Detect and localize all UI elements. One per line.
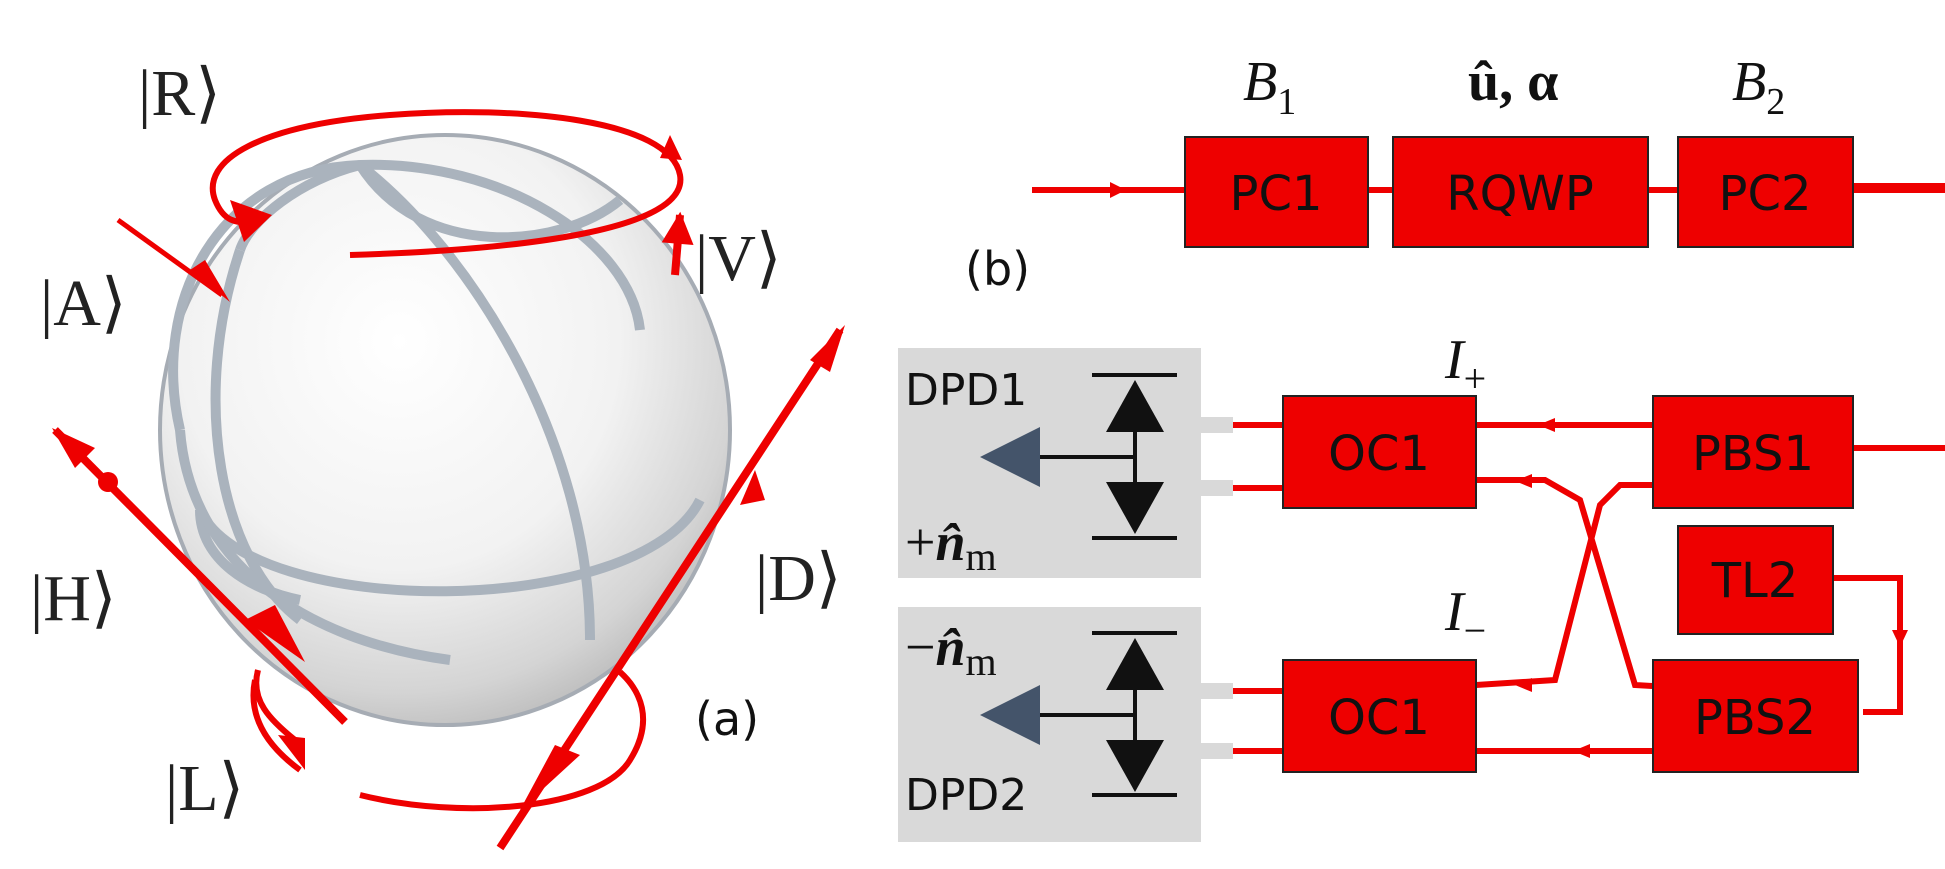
sphere-great-circles bbox=[168, 159, 705, 665]
l-circle-arrow bbox=[278, 735, 305, 770]
port-top-1 bbox=[1201, 417, 1233, 433]
label-u-alpha: û, α bbox=[1468, 51, 1558, 113]
l-circle-back bbox=[250, 679, 302, 773]
component-oc1-top: OC1 bbox=[1282, 395, 1477, 509]
photodiode-down-icon bbox=[1106, 740, 1164, 792]
pc2-label: PC2 bbox=[1719, 166, 1812, 222]
photodiode-up-icon bbox=[1106, 638, 1164, 690]
a-axis-arrow bbox=[116, 217, 224, 298]
panel-b-label: (b) bbox=[965, 242, 1030, 296]
oc1-top-label: OC1 bbox=[1328, 426, 1430, 482]
bottom-direction-label: −n̂m bbox=[905, 617, 997, 684]
component-pbs2: PBS2 bbox=[1652, 659, 1859, 773]
component-rqwp: RQWP bbox=[1392, 136, 1649, 248]
setup-panel: PC1 RQWP PC2 PBS1 TL2 PBS2 OC1 OC1 bbox=[898, 51, 1945, 842]
a-axis-arrowhead bbox=[190, 260, 230, 302]
r-circle-arrow bbox=[230, 200, 272, 242]
d-axis-arrowhead-low bbox=[520, 745, 580, 810]
h-axis-arrowhead-mid bbox=[245, 605, 305, 662]
panel-a-label: (a) bbox=[695, 692, 759, 746]
amplifier-bottom-icon bbox=[980, 685, 1040, 745]
dpd1-label: DPD1 bbox=[905, 365, 1027, 416]
l-circle-front bbox=[359, 669, 647, 812]
port-bottom-1 bbox=[1201, 683, 1233, 699]
pbs2-label: PBS2 bbox=[1694, 690, 1816, 746]
photodiode-down-icon bbox=[1106, 482, 1164, 534]
component-oc1-bottom: OC1 bbox=[1282, 659, 1477, 773]
l-circle-left bbox=[253, 669, 297, 743]
d-axis-arrowhead-top bbox=[810, 325, 845, 372]
component-pc1: PC1 bbox=[1184, 136, 1369, 248]
poincare-sphere-panel: |R⟩ |V⟩ |A⟩ |H⟩ |D⟩ |L⟩ (a) bbox=[30, 57, 845, 851]
h-axis-bead bbox=[98, 472, 118, 492]
tl2-label: TL2 bbox=[1711, 553, 1799, 609]
ket-a: |A⟩ bbox=[40, 267, 127, 340]
oc1-bottom-label: OC1 bbox=[1328, 690, 1430, 746]
pbs1-label: PBS1 bbox=[1692, 426, 1814, 482]
component-tl2: TL2 bbox=[1677, 525, 1834, 635]
rqwp-label: RQWP bbox=[1446, 166, 1594, 222]
ket-l: |L⟩ bbox=[165, 752, 244, 825]
r-circle-tick bbox=[660, 135, 682, 160]
port-top-2 bbox=[1201, 480, 1233, 496]
r-circle bbox=[209, 109, 684, 258]
label-i-minus: I− bbox=[1444, 581, 1486, 653]
v-axis-arrow bbox=[661, 211, 694, 276]
label-i-plus: I+ bbox=[1444, 329, 1486, 401]
component-pc2: PC2 bbox=[1677, 136, 1854, 248]
beam-paths bbox=[1032, 182, 1945, 758]
ket-v: |V⟩ bbox=[695, 222, 782, 295]
port-bottom-2 bbox=[1201, 743, 1233, 759]
d-axis-arrowhead-mid bbox=[740, 470, 765, 505]
detector-panel-bottom bbox=[898, 607, 1201, 842]
component-pbs1: PBS1 bbox=[1652, 395, 1854, 509]
label-b1: B1 bbox=[1243, 51, 1296, 123]
detector-bottom: −n̂m DPD2 bbox=[905, 617, 1177, 821]
ket-r: |R⟩ bbox=[138, 57, 221, 130]
pc1-label: PC1 bbox=[1230, 166, 1323, 222]
detector-top: DPD1 +n̂m bbox=[905, 365, 1177, 579]
label-b2: B2 bbox=[1732, 51, 1785, 123]
amplifier-top-icon bbox=[980, 427, 1040, 487]
ket-h: |H⟩ bbox=[30, 562, 117, 635]
h-axis-arrowhead-top bbox=[52, 428, 95, 468]
top-direction-label: +n̂m bbox=[905, 512, 997, 579]
photodiode-up-icon bbox=[1106, 380, 1164, 432]
dpd2-label: DPD2 bbox=[905, 770, 1027, 821]
ket-d: |D⟩ bbox=[755, 542, 842, 615]
